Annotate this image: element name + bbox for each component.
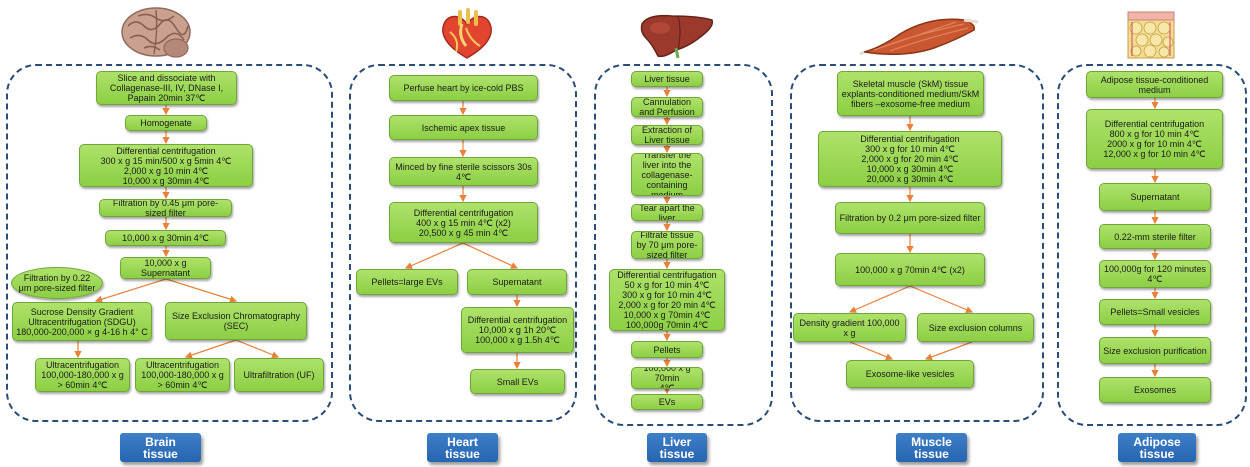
heart-icon <box>442 8 492 59</box>
liver-step-differential: Differential centrifugation 50 x g for 1… <box>609 269 725 331</box>
liver-step-filtrate: Filtrate tissue by 70 μm pore-sized filt… <box>631 231 703 259</box>
heart-step-differential-1: Differential centrifugation 400 x g 15 m… <box>389 202 538 243</box>
adipose-step-medium: Adipose tissue-conditioned medium <box>1086 71 1223 98</box>
adipose-step-size-exclusion: Size exclusion purification <box>1099 337 1211 364</box>
heart-tissue-label: Heart tissue <box>427 433 498 462</box>
heart-step-supernatant: Supernatant <box>467 269 567 295</box>
muscle-icon <box>860 18 979 56</box>
heart-step-apex: Ischemic apex tissue <box>389 115 538 140</box>
heart-step-large-evs: Pellets=large EVs <box>356 269 458 295</box>
brain-step-filtration-045: Filtration by 0.45 μm pore-sized filter <box>99 199 232 217</box>
adipose-step-exosomes: Exosomes <box>1099 377 1211 403</box>
liver-panel <box>594 64 773 426</box>
muscle-tissue-label: Muscle tissue <box>896 433 967 462</box>
brain-panel <box>6 64 333 422</box>
heart-panel <box>349 64 577 422</box>
brain-step-sdgu: Sucrose Density Gradient Ultracentrifuga… <box>12 302 152 341</box>
brain-step-homogenate: Homogenate <box>125 115 207 131</box>
muscle-step-differential: Differential centrifugation 300 x g for … <box>818 131 1002 187</box>
heart-step-small-evs: Small EVs <box>470 369 565 394</box>
heart-step-perfuse: Perfuse heart by ice-cold PBS <box>389 75 538 101</box>
brain-tissue-label: Brain tissue <box>120 433 201 462</box>
adipose-step-filter: 0.22-mm sterile filter <box>1099 224 1211 249</box>
liver-tissue-label: Liver tissue <box>647 433 707 462</box>
brain-step-uc-2: Ultracentrifugation 100,000-180,000 x g … <box>135 358 230 392</box>
muscle-step-size-exclusion: Size exclusion columns <box>917 313 1034 342</box>
liver-step-evs: EVs <box>631 394 703 410</box>
liver-step-cannulation: Cannulation and Perfusion <box>631 97 703 117</box>
muscle-step-density-gradient: Density gradient 100,000 x g <box>793 313 906 342</box>
liver-step-transfer: Transfer the liver into the collagenase-… <box>631 153 703 196</box>
brain-step-uc-1: Ultracentrifugation 100,000-180,000 x g … <box>35 358 130 392</box>
heart-step-differential-2: Differential centrifugation 10,000 x g 1… <box>461 307 574 353</box>
brain-step-10000g: 10,000 x g 30min 4℃ <box>105 230 226 246</box>
adipose-step-pellets: Pellets=Small vesicles <box>1099 299 1211 325</box>
heart-step-minced: Minced by fine sterile scissors 30s 4℃ <box>389 157 538 186</box>
brain-step-uf: Ultrafiltration (UF) <box>234 358 324 392</box>
muscle-step-filtration: Filtration by 0.2 μm pore-sized filter <box>835 202 985 234</box>
muscle-step-exosome-like: Exosome-like vesicles <box>846 360 974 388</box>
adipose-icon <box>1127 11 1175 59</box>
liver-step-extraction: Extraction of Liver tissue <box>631 125 703 145</box>
liver-step-tear: Tear apart the liver <box>631 204 703 221</box>
adipose-tissue-label: Adipose tissue <box>1118 433 1196 462</box>
adipose-step-supernatant: Supernatant <box>1099 183 1211 211</box>
adipose-panel <box>1057 64 1247 426</box>
brain-step-sec: Size Exclusion Chromatography (SEC) <box>165 302 307 340</box>
liver-step-tissue: Liver tissue <box>631 71 703 87</box>
brain-icon <box>121 7 191 58</box>
brain-step-differential-centrifugation: Differential centrifugation 300 x g 15 m… <box>79 144 253 187</box>
liver-step-pellets: Pellets <box>631 341 703 358</box>
brain-step-dissociate: Slice and dissociate with Collagenase-II… <box>96 71 237 105</box>
muscle-panel <box>790 64 1044 422</box>
brain-step-supernatant: 10,000 x g Supernatant <box>120 257 211 279</box>
muscle-step-explants: Skeletal muscle (SkM) tissue explants-co… <box>837 71 984 116</box>
muscle-step-100000g: 100,000 x g 70min 4℃ (x2) <box>835 253 985 286</box>
adipose-step-100000g: 100,000g for 120 minutes 4℃ <box>1099 260 1211 288</box>
liver-step-100000g: 100,000 x g 70min 4℃ <box>631 367 703 389</box>
adipose-step-differential: Differential centrifugation 800 x g for … <box>1086 109 1223 169</box>
liver-icon <box>640 14 714 59</box>
brain-step-filtration-022: Filtration by 0.22 μm pore-sized filter <box>11 267 103 299</box>
